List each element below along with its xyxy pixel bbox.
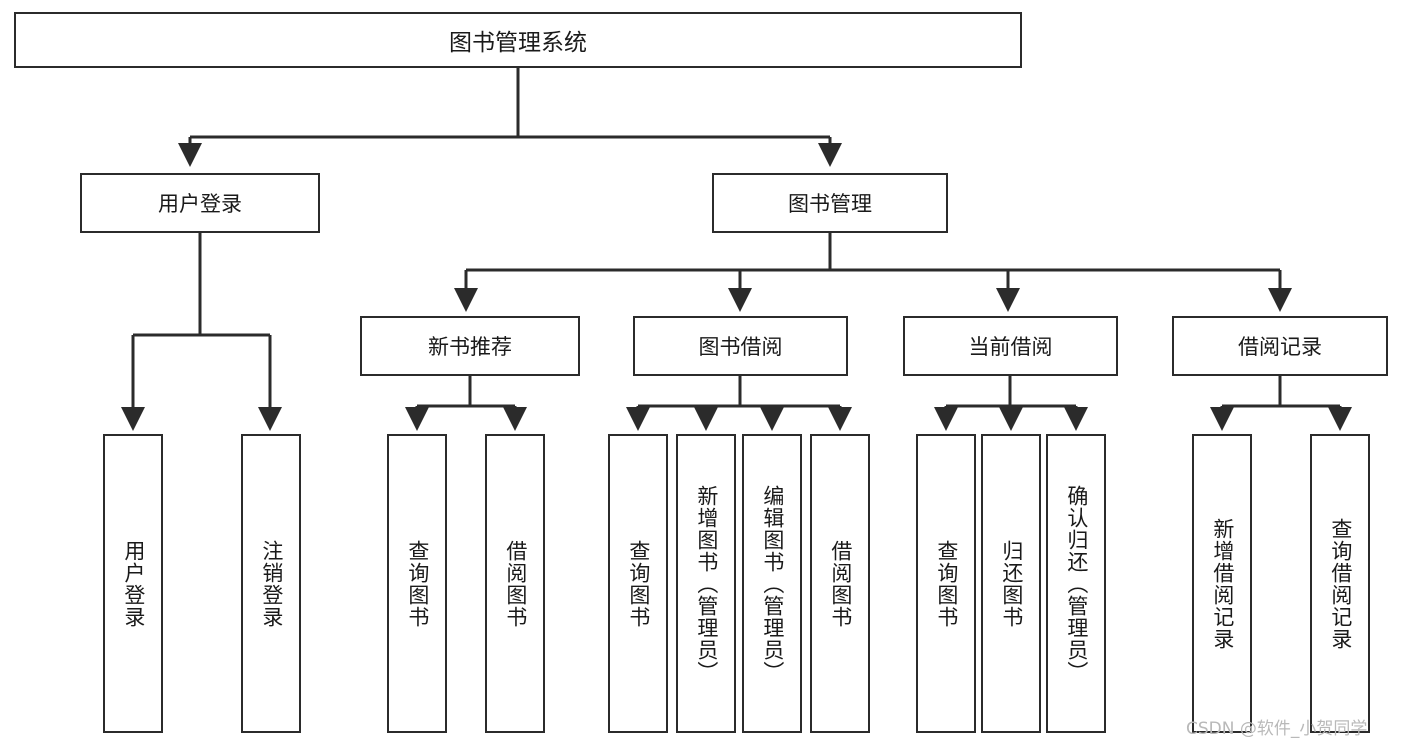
node-book-manage[interactable]: 图书管理	[712, 173, 948, 233]
node-leaf-confirm-return-label: 确认归还（管理员）	[1064, 484, 1089, 683]
node-leaf-add-record[interactable]: 新增借阅记录	[1192, 434, 1252, 733]
node-leaf-user-logout[interactable]: 注销登录	[241, 434, 301, 733]
node-leaf-query-book-2[interactable]: 查询图书	[608, 434, 668, 733]
node-leaf-query-record[interactable]: 查询借阅记录	[1310, 434, 1370, 733]
node-leaf-query-book-2-label: 查询图书	[626, 539, 651, 628]
node-leaf-add-record-label: 新增借阅记录	[1210, 517, 1235, 650]
node-leaf-borrow-book-1[interactable]: 借阅图书	[485, 434, 545, 733]
node-current-borrow-label: 当前借阅	[968, 335, 1053, 359]
node-user-login[interactable]: 用户登录	[80, 173, 320, 233]
node-root[interactable]: 图书管理系统	[14, 12, 1022, 68]
node-book-borrow[interactable]: 图书借阅	[633, 316, 848, 376]
node-new-book-recommend[interactable]: 新书推荐	[360, 316, 580, 376]
node-leaf-query-book-1[interactable]: 查询图书	[387, 434, 447, 733]
node-leaf-edit-book-label: 编辑图书（管理员）	[760, 484, 785, 683]
node-leaf-borrow-book-2[interactable]: 借阅图书	[810, 434, 870, 733]
node-leaf-user-login[interactable]: 用户登录	[103, 434, 163, 733]
node-leaf-user-logout-label: 注销登录	[259, 539, 284, 628]
node-leaf-confirm-return[interactable]: 确认归还（管理员）	[1046, 434, 1106, 733]
node-book-borrow-label: 图书借阅	[698, 335, 783, 359]
node-new-book-recommend-label: 新书推荐	[428, 335, 512, 359]
node-user-login-label: 用户登录	[158, 192, 242, 216]
node-leaf-add-book-label: 新增图书（管理员）	[694, 484, 719, 683]
node-leaf-edit-book[interactable]: 编辑图书（管理员）	[742, 434, 802, 733]
node-leaf-query-book-1-label: 查询图书	[405, 539, 430, 628]
node-leaf-return-book[interactable]: 归还图书	[981, 434, 1041, 733]
node-borrow-record[interactable]: 借阅记录	[1172, 316, 1388, 376]
node-current-borrow[interactable]: 当前借阅	[903, 316, 1118, 376]
node-borrow-record-label: 借阅记录	[1238, 335, 1322, 359]
watermark-text: CSDN @软件_小贺同学	[1186, 719, 1368, 739]
node-leaf-return-book-label: 归还图书	[999, 539, 1024, 628]
node-root-label: 图书管理系统	[449, 30, 587, 56]
node-book-manage-label: 图书管理	[788, 192, 872, 216]
node-leaf-borrow-book-2-label: 借阅图书	[828, 539, 853, 628]
node-leaf-query-book-3[interactable]: 查询图书	[916, 434, 976, 733]
node-leaf-query-record-label: 查询借阅记录	[1328, 517, 1353, 650]
node-leaf-user-login-label: 用户登录	[121, 539, 146, 628]
node-leaf-borrow-book-1-label: 借阅图书	[503, 539, 528, 628]
node-leaf-add-book[interactable]: 新增图书（管理员）	[676, 434, 736, 733]
node-leaf-query-book-3-label: 查询图书	[934, 539, 959, 628]
